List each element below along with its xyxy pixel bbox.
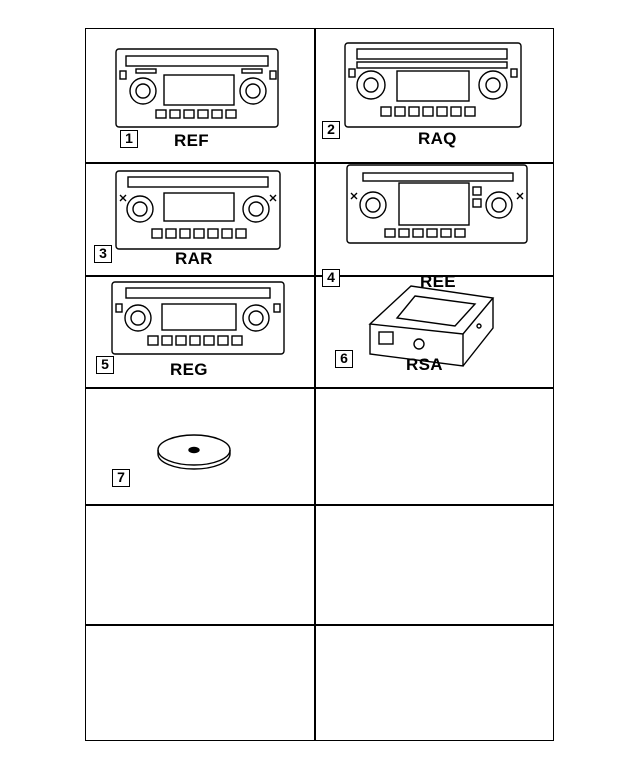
cell-reg: 5 REG [86, 276, 315, 388]
item-number-box: 3 [94, 245, 112, 263]
radio-code-label: RSA [406, 355, 443, 374]
radio-raq-illustration [344, 42, 522, 128]
cell-rar: 3 RAR [86, 163, 315, 275]
grid-divider-row-1 [86, 162, 553, 164]
item-number-box: 2 [322, 121, 340, 139]
cell-ree: 4 REE [315, 163, 544, 291]
radio-ree-illustration [346, 164, 528, 244]
cell-raq: 2 RAQ [315, 29, 544, 162]
item-number-box: 4 [322, 269, 340, 287]
radio-code-label: REG [170, 360, 208, 379]
radio-code-label: REE [420, 272, 456, 291]
item-number-box: 6 [335, 350, 353, 368]
cell-ref: 1 REF [86, 29, 315, 162]
satellite-module-illustration [368, 285, 495, 367]
grid-divider-row-2 [86, 275, 553, 277]
grid-divider-vertical [314, 29, 316, 740]
item-number-box: 1 [120, 130, 138, 148]
cell-rsa: 6 RSA [315, 276, 544, 388]
grid-divider-row-5 [86, 624, 553, 626]
parts-grid: 1 REF 2 RAQ [85, 28, 554, 741]
radio-code-label: RAQ [418, 129, 457, 148]
radio-reg-illustration [111, 281, 285, 355]
grid-divider-row-4 [86, 504, 553, 506]
grid-divider-row-3 [86, 387, 553, 389]
radio-code-label: REF [174, 131, 209, 150]
radio-ref-illustration [115, 48, 279, 128]
cell-disc: 7 [86, 388, 315, 504]
item-number-box: 5 [96, 356, 114, 374]
item-number-box: 7 [112, 469, 130, 487]
radio-rar-illustration [115, 170, 281, 250]
disc-illustration [157, 434, 231, 470]
radio-code-label: RAR [175, 249, 213, 268]
